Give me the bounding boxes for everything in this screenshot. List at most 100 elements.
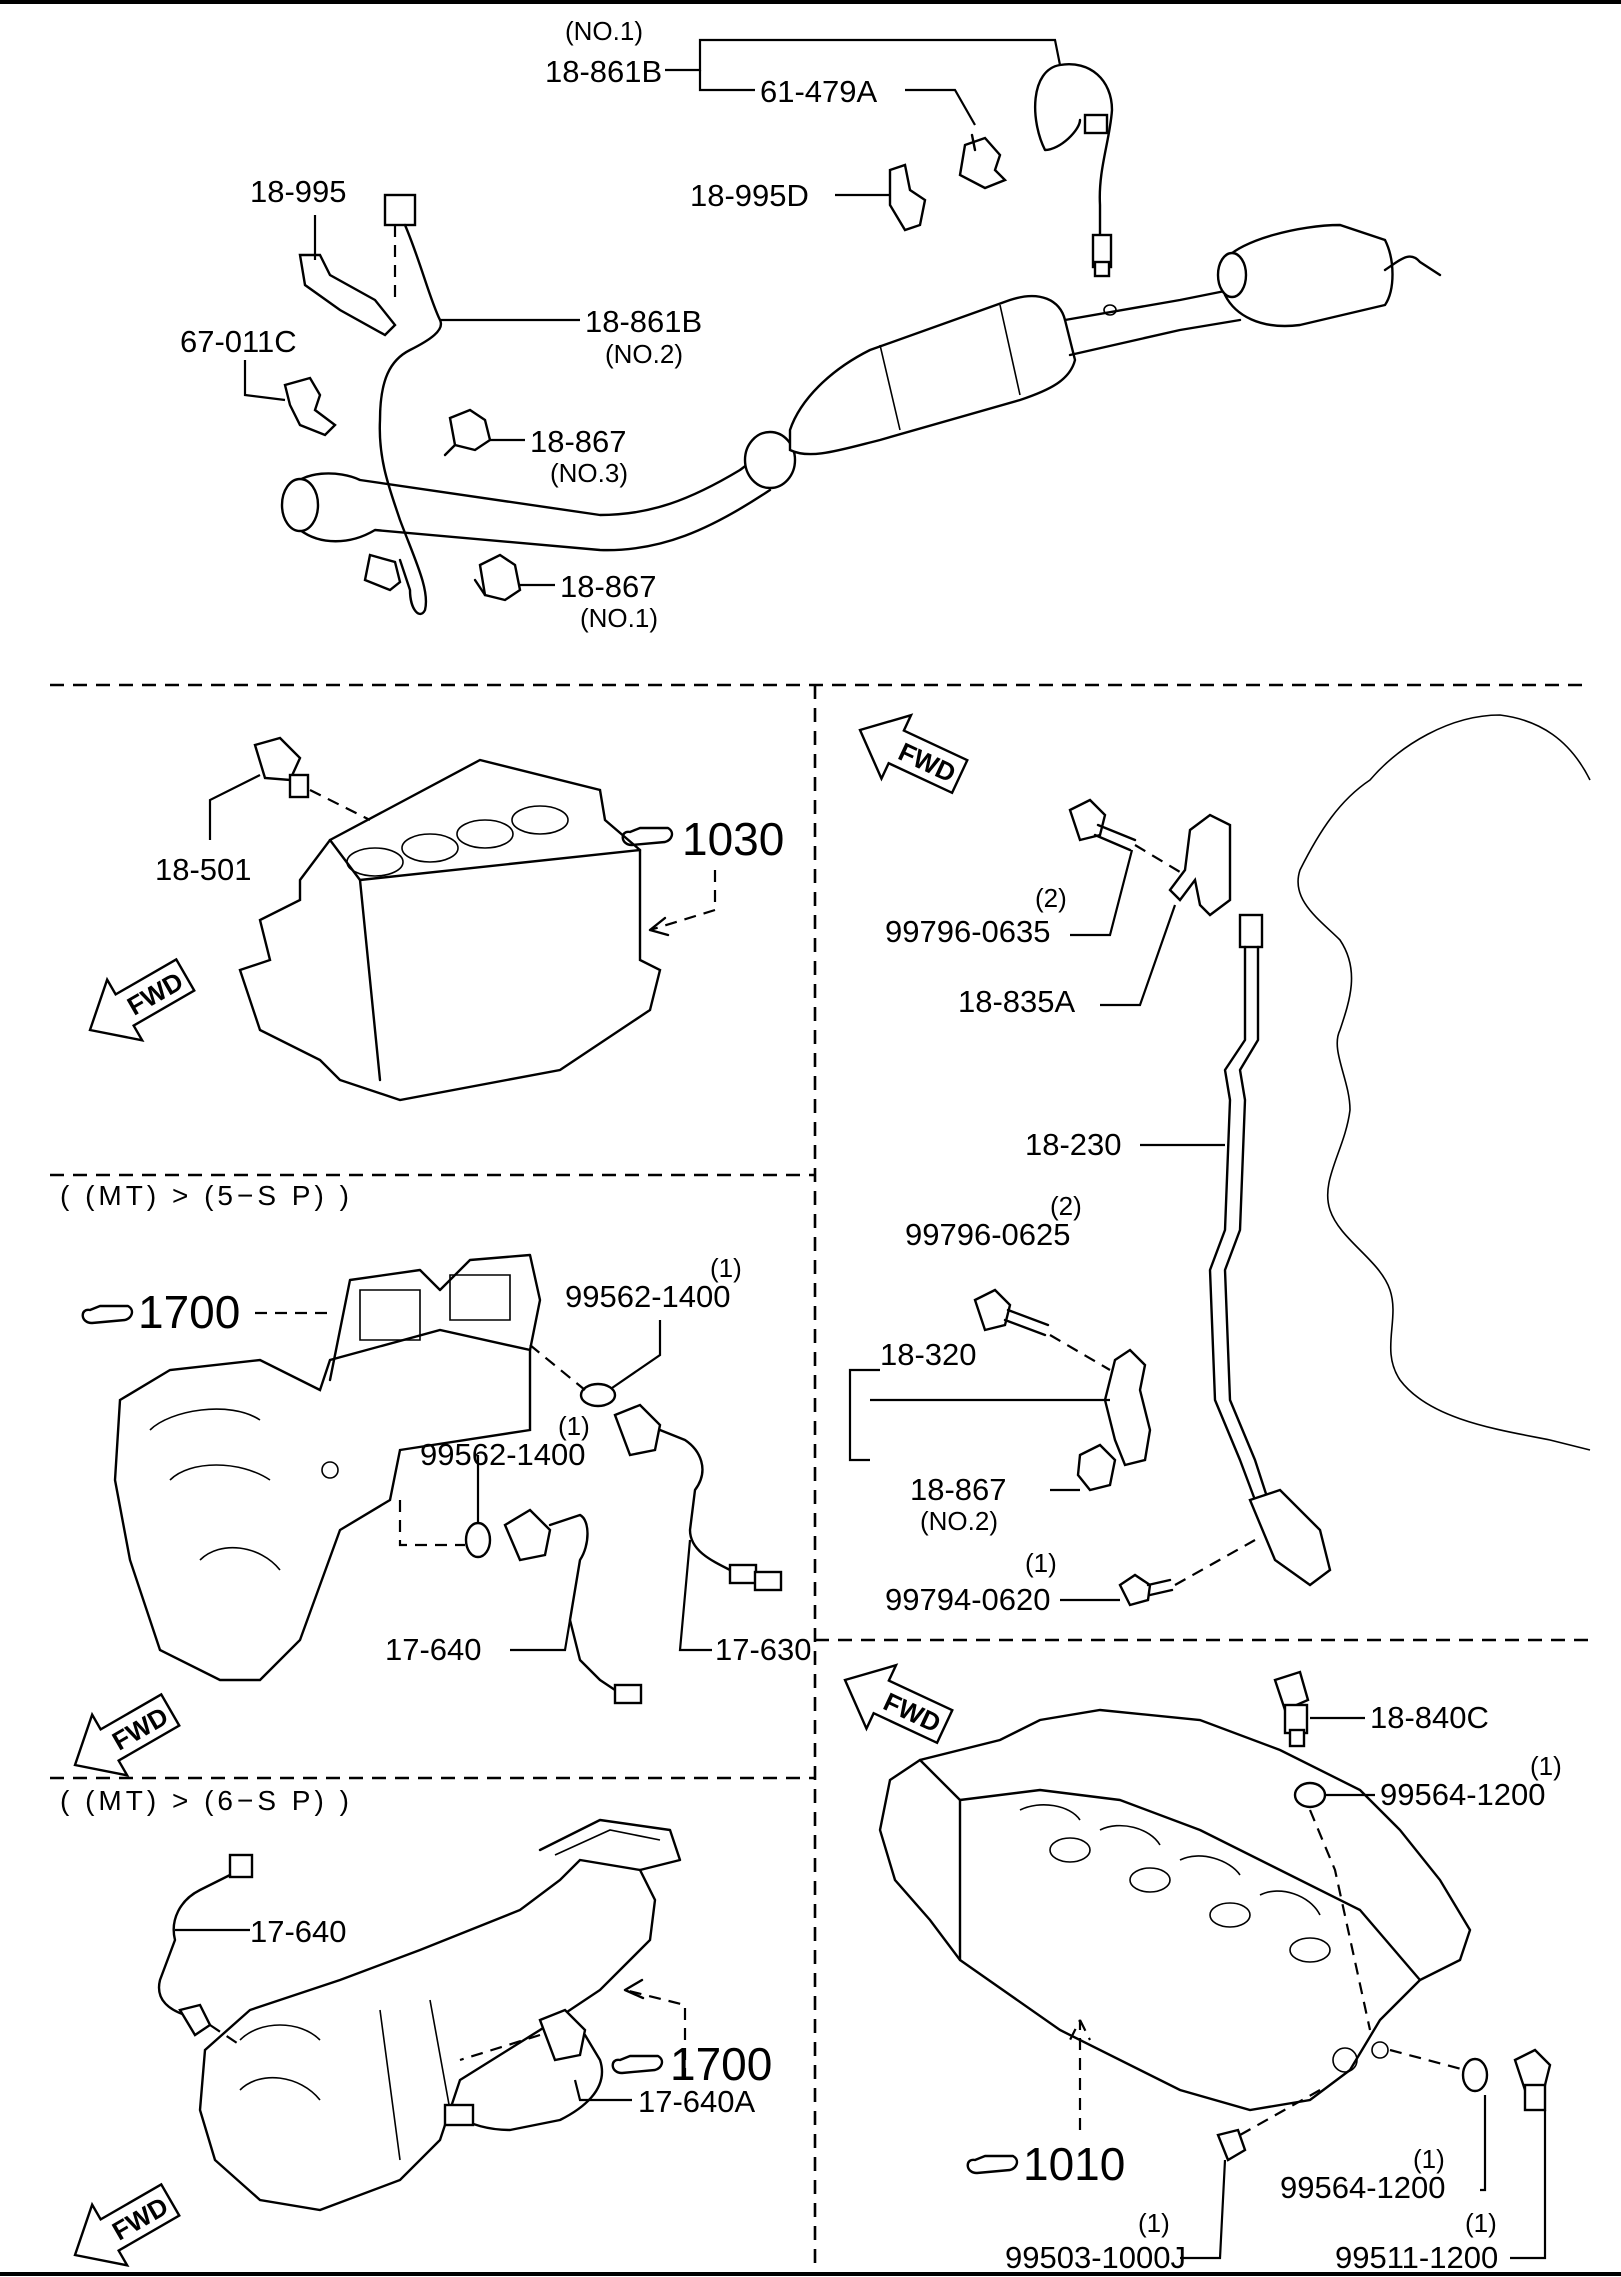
exhaust-section: (NO.1) 18-861B 61-479A 18-995D 18-995 18… [180,16,1442,633]
bolt-bottom-qty: (1) [1025,1548,1057,1578]
clip-18-867-no1 [473,553,522,602]
switch-640a-label: 17-640A [638,2084,756,2119]
leader-gasket-right [611,1320,662,1389]
oil-pressure-switch [253,736,371,821]
engine-outline [1297,714,1591,1451]
leader-clip-c [243,360,286,402]
harness-label: 18-230 [1025,1127,1122,1162]
bolt-upper-qty: (2) [1035,883,1067,913]
gasket-bottom-label: 99564-1200 [1280,2170,1446,2205]
gasket-bottom-qty: (1) [1413,2144,1445,2174]
clip-no2-qualifier: (NO.2) [920,1506,998,1536]
mt6-heading: ( (MT) > (6−S P) ) [60,1785,353,1816]
transmission-5sp [113,1253,542,1682]
hand-pointer-icon [81,1304,134,1325]
bracket-835a-label: 18-835A [958,984,1076,1019]
sensor-18-501-label: 18-501 [155,852,252,887]
hand-pointer-icon [611,2054,664,2075]
o2-no2-label: 18-861B [585,304,702,339]
mt5-section: ( (MT) > (5−S P) ) 1 [60,1180,812,1778]
clip-c-label: 67-011C [180,324,297,359]
gasket-left-qty: (1) [558,1411,590,1441]
gasket-right [529,1344,617,1408]
hand-pointer-icon [966,2154,1019,2175]
knock-section: FWD [848,713,1591,1617]
leader-18-501 [208,774,261,840]
ref-1010: 1010 [966,2138,1125,2190]
bolt-lower-qty: (2) [1050,1191,1082,1221]
gasket-right-qty: (1) [710,1253,742,1283]
switch-17-640a [443,2008,604,2132]
engine-block-section: 18-501 1030 FWD [88,736,784,1102]
clip-no3-label: 18-867 [530,424,627,459]
bolt-bottom-label: 99794-0620 [885,1582,1051,1617]
leader-plug-99511 [1510,2110,1547,2260]
head-section: FWD [843,1663,1562,2275]
gasket-top-label: 99564-1200 [1380,1777,1546,1812]
ref-1700-mt5: 1700 [81,1286,330,1338]
switch-17-640 [503,1508,643,1705]
mt5-heading: ( (MT) > (5−S P) ) [60,1180,353,1211]
o2-no1-label: 18-861B [545,54,662,89]
bolt-bottom [1118,1539,1256,1607]
gasket-top-qty: (1) [1530,1751,1562,1781]
flange-front [280,477,320,533]
clip-no1-label: 18-867 [560,569,657,604]
leader-1700-6sp [624,1988,687,2080]
o2-no1-qualifier: (NO.1) [565,16,643,46]
temp-sensor-18-840c [1273,1670,1310,1748]
switch-630-label: 17-630 [715,1632,812,1667]
switch-640-6sp-label: 17-640 [250,1914,347,1949]
clip-no1-qualifier: (NO.1) [580,603,658,633]
o2-sensor-no2 [363,193,443,616]
ref-1030-label: 1030 [682,813,784,865]
cylinder-head [878,1708,1472,2112]
fwd-arrow-knock: FWD [858,713,969,795]
bracket-18-995 [298,253,397,337]
flange-mid [743,430,797,490]
leader-switch-640a [573,2079,632,2102]
leader-1010 [1069,2019,1091,2130]
gasket-right-label: 99562-1400 [565,1279,731,1314]
clip-a-label: 61-479A [760,74,878,109]
transmission-6sp [198,1818,682,2212]
bracket-d-label: 18-995D [690,178,809,213]
fwd-arrow-engine-block: FWD [88,957,196,1043]
leader-bracket-320-group [848,1368,880,1462]
plug-99511-qty: (1) [1465,2208,1497,2238]
plug-99511 [1513,2048,1552,2112]
fwd-arrow-icon [73,1692,181,1778]
muffler [1223,223,1394,328]
fwd-arrow-icon [843,1663,954,1745]
sensor-label: 18-840C [1370,1700,1489,1735]
plug-99503-qty: (1) [1138,2208,1170,2238]
plug-99503 [1216,2089,1321,2162]
leader-1030 [649,870,717,932]
plug-99511-label: 99511-1200 [1335,2240,1498,2275]
leader-bracket [698,70,755,92]
clip-no2-label: 18-867 [910,1472,1007,1507]
clip-18-867-no3 [443,408,492,457]
leader-bolt-upper [1070,849,1134,937]
fwd-arrow-mt6: FWD [73,2182,181,2268]
ref-1700-6sp-label: 1700 [670,2038,772,2090]
leader-o2-no1 [665,38,1062,72]
bolt-lower-label: 99796-0625 [905,1217,1071,1252]
ref-1700-label: 1700 [138,1286,240,1338]
switch-17-640-6sp [157,1853,254,2046]
gasket-top-guide [1308,1809,1372,2031]
fwd-arrow-icon [858,713,969,795]
bracket-label: 18-995 [250,174,347,209]
switch-640-label: 17-640 [385,1632,482,1667]
exhaust-pipe [280,223,1442,552]
o2-sensor-no1 [1034,63,1114,278]
switch-17-630 [613,1403,783,1592]
ref-1030: 1030 [621,813,784,865]
leader-plug-99503 [1180,2159,1227,2260]
gasket-left [398,1500,492,1559]
gasket-left-label: 99562-1400 [420,1437,586,1472]
bracket-18-995d [888,163,927,232]
bolt-upper [1068,798,1186,876]
gasket-bottom-guide [1389,2048,1466,2072]
